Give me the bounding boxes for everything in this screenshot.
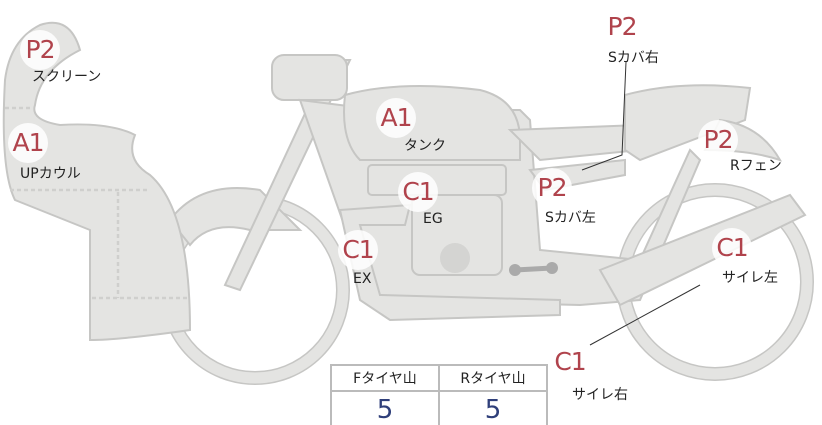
part-label: スクリーン [32,69,102,85]
part-label: EG [423,211,443,227]
damage-marker: C1 [398,172,438,212]
damage-marker: C1 [712,228,752,268]
part-label: サイレ左 [722,270,778,286]
front-tire-header: Fタイヤ山 [330,364,440,392]
part-label: Sカバ左 [545,210,596,226]
damage-marker: P2 [532,168,572,208]
front-tire-value: 5 [330,390,440,425]
damage-marker: A1 [376,98,416,138]
part-label: Sカバ右 [608,50,659,66]
part-label: UPカウル [20,166,81,182]
damage-marker: P2 [698,120,738,160]
rear-tire-header: Rタイヤ山 [438,364,548,392]
tire-tread-table: Fタイヤ山 Rタイヤ山 5 5 [330,364,548,425]
part-label: EX [353,271,372,287]
damage-marker: C1 [338,230,378,270]
part-label: タンク [404,138,446,154]
part-label: Rフェン [730,158,782,174]
damage-marker: C1 [550,342,590,382]
damage-marker: P2 [602,7,642,47]
damage-marker: A1 [8,123,48,163]
rear-tire-value: 5 [438,390,548,425]
damage-marker: P2 [20,30,60,70]
part-label: サイレ右 [572,387,628,403]
